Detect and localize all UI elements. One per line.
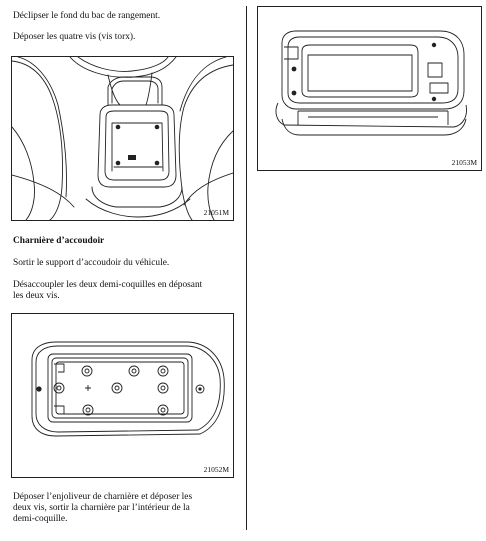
figure-storage-bin: 21051M <box>11 56 234 221</box>
armrest-hinge-illustration <box>31 341 225 437</box>
figure-reference-21053M: 21053M <box>451 158 477 167</box>
paragraph-remove-hinge-trim-line1: Déposer l’enjoliveur de charnière et dép… <box>13 492 193 502</box>
figure-reference-21052M: 21052M <box>203 465 229 474</box>
paragraph-remove-hinge-trim-line2: deux vis, sortir la charnière par l’inté… <box>13 503 190 513</box>
paragraph-remove-hinge-trim-line3: demi-coquille. <box>13 514 68 524</box>
column-divider <box>246 6 247 530</box>
paragraph-remove-four-screws: Déposer les quatre vis (vis torx). <box>13 32 136 42</box>
paragraph-remove-armrest-support: Sortir le support d’accoudoir du véhicul… <box>13 258 170 268</box>
figure-reference-21051M: 21051M <box>203 208 229 217</box>
paragraph-uncouple-half-shells-line1: Désaccoupler les deux demi-coquilles en … <box>13 280 203 290</box>
paragraph-unclip-bin-bottom: Déclipser le fond du bac de rangement. <box>13 11 161 21</box>
figure-armrest-shell: 21053M <box>257 6 482 171</box>
paragraph-uncouple-half-shells-line2: les deux vis. <box>13 291 60 301</box>
armrest-shell-illustration <box>275 30 467 136</box>
storage-bin-illustration <box>12 57 233 220</box>
figure-armrest-hinge: 21052M <box>11 313 234 478</box>
section-heading-armrest-hinge: Charnière d’accoudoir <box>13 236 105 246</box>
